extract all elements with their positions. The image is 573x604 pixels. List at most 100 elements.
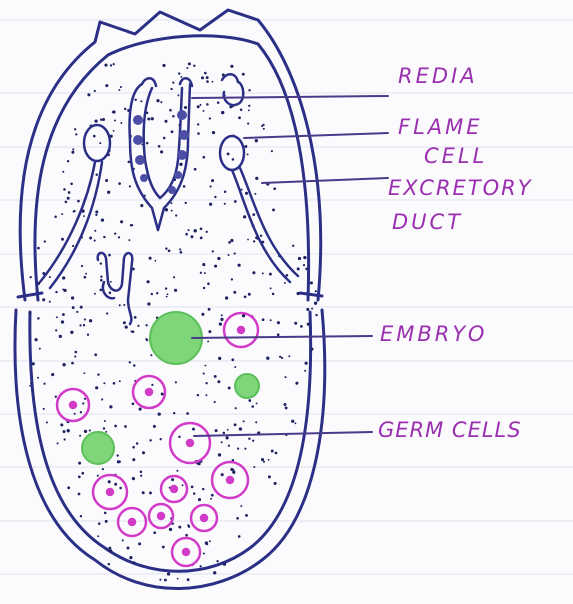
stipple-dot [30,276,32,278]
stipple-dot [89,319,92,322]
stipple-dot [70,182,73,185]
stipple-dot [185,534,188,537]
stipple-dot [214,265,217,268]
stipple-dot [150,354,152,356]
stipple-dot [84,276,87,279]
stipple-dot [310,281,313,284]
stipple-dot [191,235,194,238]
stipple-dot [114,232,116,234]
stipple-dot [228,241,231,244]
stipple-dot [231,278,233,280]
stipple-dot [194,168,197,171]
stipple-dot [132,458,135,461]
stipple-dot [168,249,171,252]
stipple-dot [95,174,97,176]
stipple-dot [218,453,221,456]
stipple-dot [94,90,96,92]
stipple-dot [184,106,187,109]
stipple-dot [228,445,230,447]
stipple-dot [204,272,206,274]
stipple-dot [171,210,173,212]
stipple-dot [81,265,83,267]
stipple-dot [165,208,168,211]
stipple-dot [204,365,206,367]
stipple-dot [182,484,184,486]
stipple-dot [147,302,150,305]
stipple-dot [94,230,96,232]
stipple-dot [120,122,122,124]
stipple-dot [97,475,99,477]
stipple-dot [160,438,162,440]
flame-cell-left [84,125,110,161]
stipple-dot [279,356,281,358]
stipple-dot [192,428,195,431]
stipple-dot [89,429,91,431]
stipple-dot [268,459,270,461]
stipple-dot [314,302,317,305]
stipple-dot [220,318,223,321]
stipple-dot [62,171,64,173]
stipple-dot [81,472,84,475]
stipple-dot [72,306,75,309]
stipple-dot [244,295,247,298]
stipple-dot [110,281,112,283]
stipple-dot [149,491,152,494]
stipple-dot [169,528,172,531]
stipple-dot [89,237,92,240]
stipple-dot [83,372,85,374]
stipple-dot [76,311,78,313]
stipple-dot [203,553,205,555]
stipple-dot [134,99,136,101]
stipple-dot [117,454,119,456]
stipple-dot [172,115,175,118]
leader-excretory-duct [262,178,388,183]
stipple-dot [61,213,63,215]
stipple-dot [200,272,202,274]
germ-cell [93,475,127,509]
stipple-dot [84,318,86,320]
stipple-dot [132,477,135,480]
stipple-dot [61,320,64,323]
stipple-dot [179,248,181,250]
stipple-dot [248,109,250,111]
stipple-dot [46,421,48,423]
leader-flame-cell [244,133,388,138]
stipple-dot [146,142,149,145]
stipple-dot [147,118,150,121]
stipple-dot [235,407,237,409]
stipple-dot [300,325,303,328]
stipple-dot [37,377,39,379]
stipple-dot [132,330,135,333]
stipple-dot [73,210,75,212]
stipple-dot [193,492,195,494]
stipple-dot [197,132,200,135]
stipple-dot [105,84,108,87]
stipple-dot [109,405,112,408]
stipple-dot [72,148,74,150]
stipple-dot [252,440,254,442]
stipple-dot [80,306,83,309]
stipple-dot [185,233,188,236]
stipple-dot [238,264,241,267]
stipple-dot [227,152,230,155]
stipple-dot [187,578,190,581]
stipple-dot [84,398,86,400]
stipple-dot [98,522,101,525]
stipple-dot [49,301,51,303]
stipple-dot [203,373,205,375]
stipple-dot [119,487,122,490]
stipple-dot [167,293,169,295]
stipple-dot [212,81,214,83]
stipple-dot [124,425,127,428]
stipple-dot [252,213,255,216]
stipple-dot [245,514,248,517]
stipple-dot [138,542,141,545]
germ-cell [133,376,165,408]
stipple-dot [315,290,317,292]
stipple-dot [63,188,66,191]
stipple-dot [200,237,203,240]
stipple-dot [237,447,239,449]
stipple-dot [193,65,195,67]
stipple-dot [270,287,272,289]
stipple-dot [163,137,166,140]
